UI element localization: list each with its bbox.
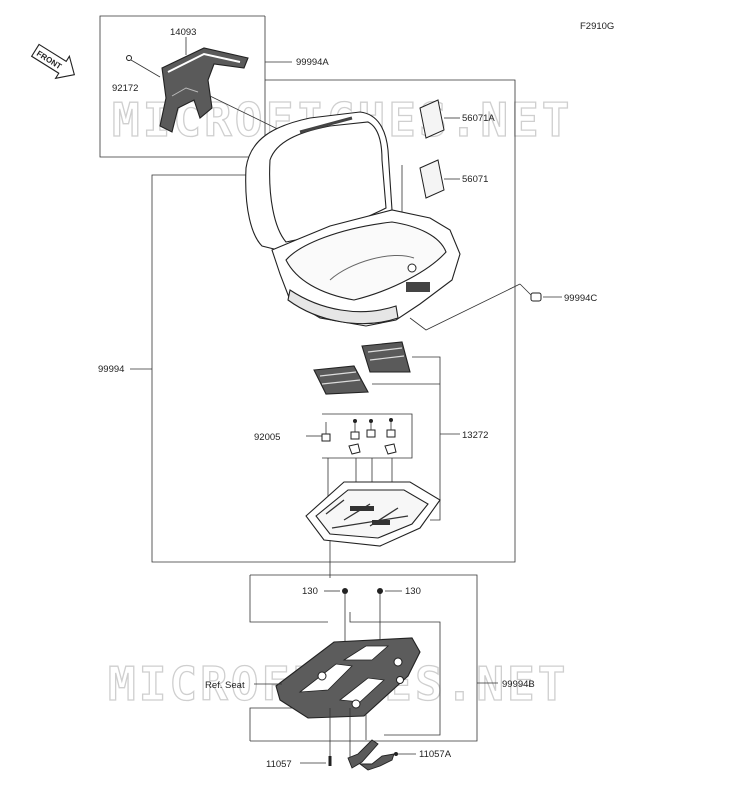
label-130-left: 130 xyxy=(302,586,318,597)
topcase-base-plate[interactable] xyxy=(305,481,441,547)
strap-11057[interactable] xyxy=(328,739,379,769)
label-56071A: 56071A xyxy=(462,113,495,124)
label-11057: 11057 xyxy=(266,759,292,770)
bracket-14093[interactable] xyxy=(159,47,249,133)
screw-92172[interactable] xyxy=(126,55,161,78)
label-14093: 14093 xyxy=(170,27,196,38)
decal-56071[interactable] xyxy=(419,159,445,199)
label-13272: 13272 xyxy=(462,430,488,441)
label-92172: 92172 xyxy=(112,83,138,94)
top-case-shell[interactable] xyxy=(245,111,461,327)
bolt-130-right[interactable] xyxy=(377,588,383,648)
figure-code: F2910G xyxy=(580,21,614,32)
fastener-92005-set[interactable] xyxy=(321,418,397,455)
label-99994: 99994 xyxy=(98,364,124,375)
decal-56071A[interactable] xyxy=(419,99,445,139)
label-99994A: 99994A xyxy=(296,57,329,68)
fastener-92005-box xyxy=(306,413,413,459)
carrier-group-box xyxy=(249,574,498,742)
topcase-group-box xyxy=(130,79,516,563)
pad-13272-rear[interactable] xyxy=(361,341,411,373)
label-99994C: 99994C xyxy=(564,293,597,304)
pad-13272-front[interactable] xyxy=(313,365,369,395)
label-99994B: 99994B xyxy=(502,679,535,690)
front-arrow-icon: FRONT xyxy=(30,43,76,80)
label-ref-seat: Ref. Seat xyxy=(205,680,245,691)
bolt-130-left[interactable] xyxy=(342,588,348,650)
bracket-group-box xyxy=(99,15,292,158)
rear-carrier-rack[interactable] xyxy=(275,637,421,719)
label-56071: 56071 xyxy=(462,174,488,185)
label-130-right: 130 xyxy=(405,586,421,597)
label-92005: 92005 xyxy=(254,432,280,443)
label-11057A: 11057A xyxy=(419,749,452,760)
lock-cylinder-99994C[interactable] xyxy=(530,292,542,302)
strap-11057A[interactable] xyxy=(358,752,398,771)
